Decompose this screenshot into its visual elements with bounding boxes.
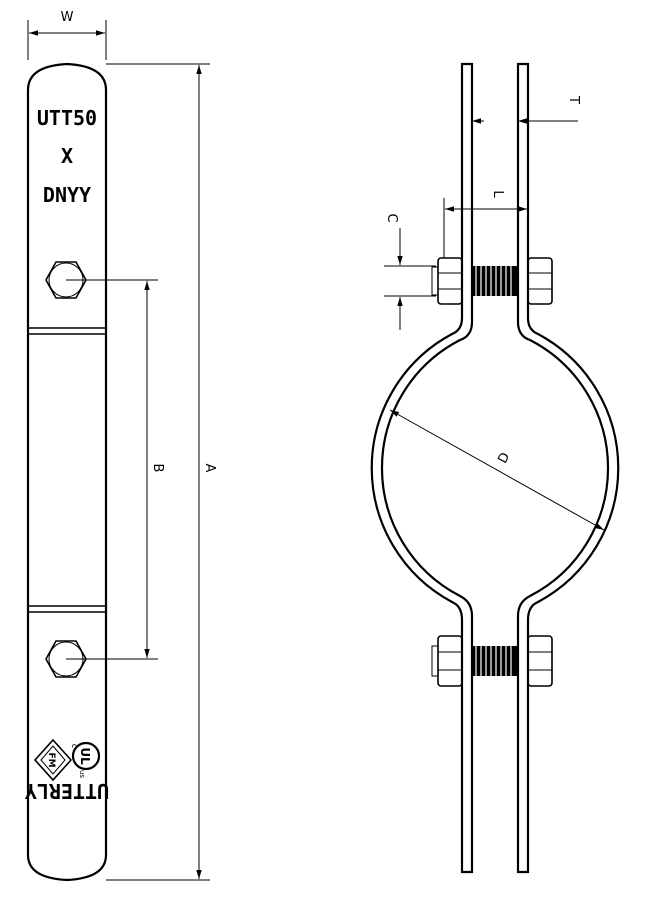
dimension-w: W [27,10,107,60]
fm-mark-text: FM [46,752,56,767]
dimension-a-label: A [202,464,217,473]
dimension-d-label: D [495,450,513,466]
dimension-b-label: B [150,464,165,473]
dimension-t-label: T [566,95,581,104]
dimension-a: A [106,63,217,881]
strap-model-line2: X [61,144,73,168]
dimension-t: T [471,95,581,130]
bolt-lower-icon [431,635,553,687]
dimension-b: B [66,279,165,660]
ul-mark-text: UL [78,747,92,765]
dimension-c-label: C [384,213,399,222]
bolt-upper-icon [431,257,553,305]
dimension-d: D [389,409,605,531]
strap-brand-text: UTTERLY [25,779,109,803]
fm-approval-icon: FM [33,738,73,782]
strap-outline [26,62,108,882]
dimension-w-label: W [61,10,74,25]
ul-mark-us: us [78,770,86,778]
dimension-c: C [384,213,436,330]
dimension-l: L [443,190,529,258]
ul-mark-c: c [70,744,79,748]
dimension-l-label: L [490,190,505,198]
clamp-right-half [516,62,620,874]
clamp-left-half [370,62,474,874]
strap-model-line1: UTT50 [37,106,97,130]
strap-model-line3: DNYY [43,183,91,207]
strap-front-view: UTT50 X DNYY FM UL c us UTTERLY [25,62,109,882]
clamp-side-view [370,62,620,874]
ul-listing-icon: UL c us [70,741,101,778]
